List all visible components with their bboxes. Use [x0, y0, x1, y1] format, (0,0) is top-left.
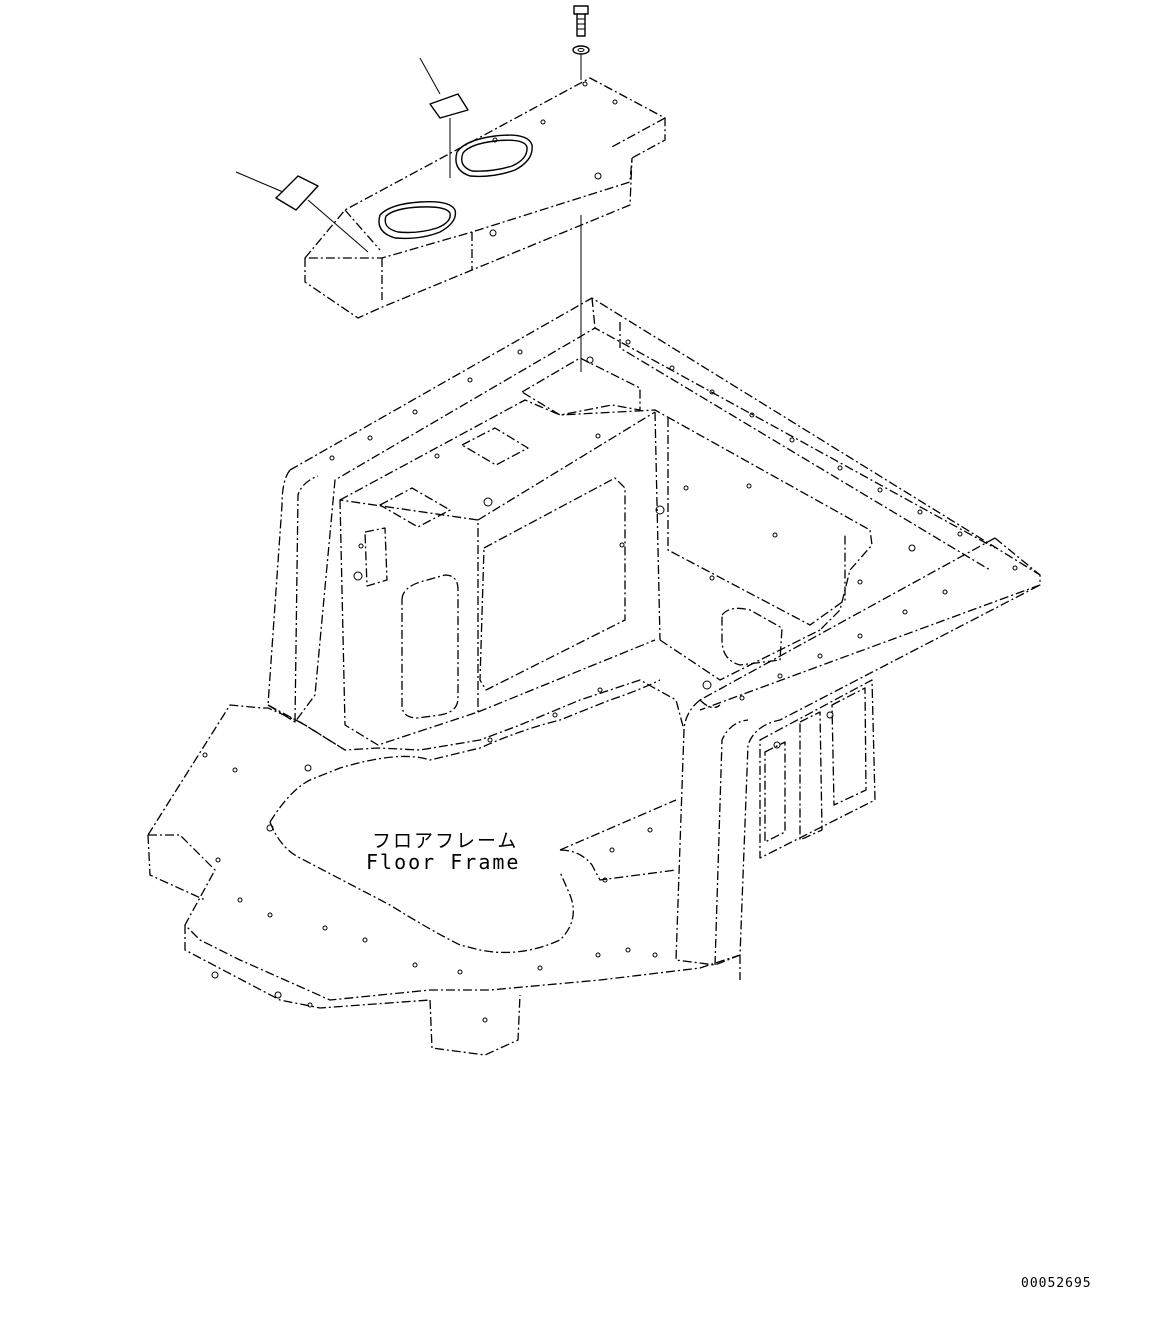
label-tag-2 [235, 171, 369, 253]
part-label-english: Floor Frame [366, 850, 521, 874]
floor-frame-upper-rails [267, 297, 1041, 980]
washer [572, 45, 590, 55]
drawing-number: 00052695 [1021, 1276, 1092, 1291]
right-side-panel [759, 679, 876, 859]
label-tag-1 [419, 57, 469, 178]
console-support-box [339, 357, 873, 746]
bolt [573, 5, 589, 37]
console-cover [304, 77, 666, 319]
part-label-japanese: フロアフレーム [372, 830, 519, 852]
floor-plate [147, 679, 741, 1056]
